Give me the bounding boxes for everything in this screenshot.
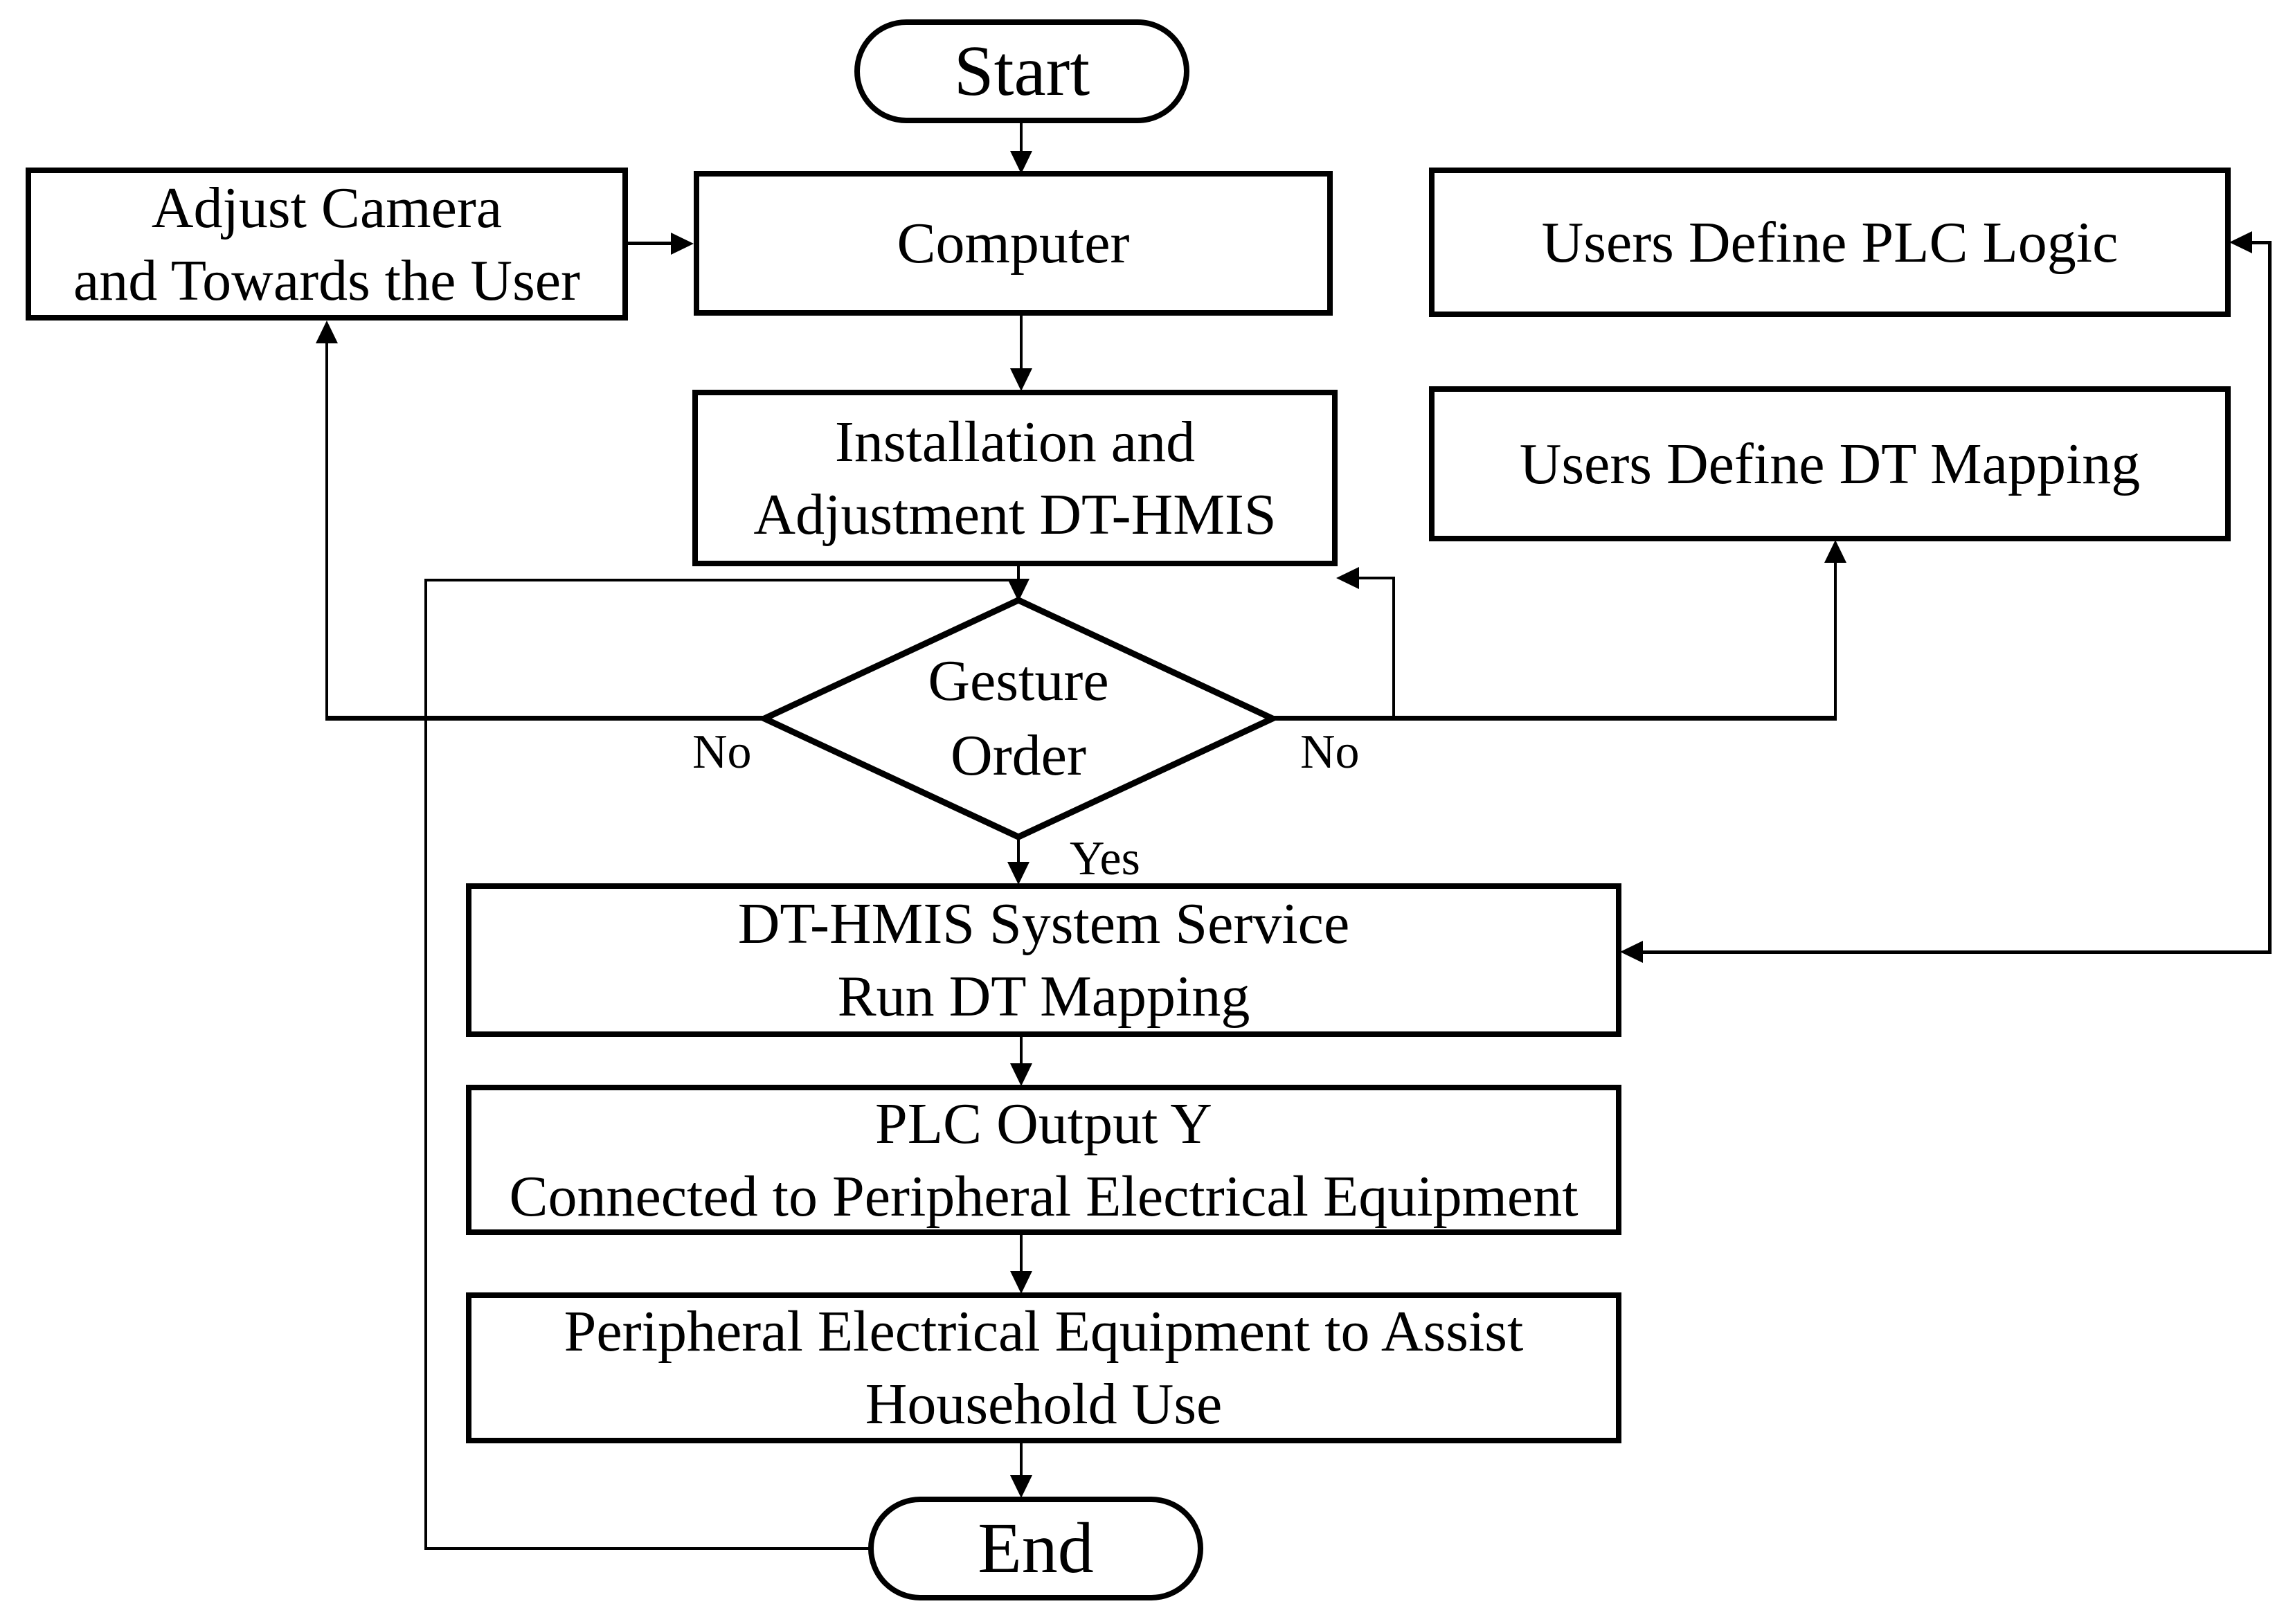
plc-output-line2: Connected to Peripheral Electrical Equip… [509,1164,1579,1229]
connector-plcoutput-peripheral [1020,1235,1023,1271]
users-define-plc-logic-label: Users Define PLC Logic [1541,210,2119,275]
gesture-order-label: Gesture Order [761,597,1276,840]
end-terminator: End [868,1497,1203,1600]
arrowhead-into-computer-left [671,233,694,255]
computer-label: Computer [897,211,1130,276]
connector-adjustcamera-computer [624,242,673,245]
no-left-horizontal [325,716,766,721]
edge-label-no-right: No [1300,725,1360,779]
users-define-dt-mapping-label: Users Define DT Mapping [1519,431,2141,496]
installation-adjustment-process: Installation and Adjustment DT-HMIS [692,390,1338,566]
gesture-order-decision [761,597,1276,840]
no-right-horizontal [1270,716,1837,721]
feedback-right-vertical [2268,241,2272,954]
no-left-vertical [325,342,328,721]
arrowhead-into-installation-right [1336,567,1359,589]
users-define-dt-mapping-process: Users Define DT Mapping [1429,386,2231,541]
peripheral-line1: Peripheral Electrical Equipment to Assis… [564,1299,1524,1364]
arrowhead-into-computer [1010,151,1032,174]
arrowhead-into-systemservice [1007,862,1029,885]
arrowhead-into-systemservice-right [1620,941,1643,963]
installation-line1: Installation and [834,409,1196,474]
arrowhead-into-end [1010,1475,1032,1498]
diamond-shape [761,597,1276,840]
connector-computer-installation [1020,316,1023,368]
adjust-camera-line2: and Towards the User [73,248,581,313]
edge-label-yes: Yes [1070,832,1140,885]
bypass-branch-bottom [424,1547,871,1550]
start-terminator: Start [854,19,1189,123]
connector-yes-vertical [1017,836,1020,863]
connector-installation-diamond [1017,563,1020,580]
connector-peripheral-end [1020,1443,1023,1475]
no-right-riser-installation-vertical [1392,577,1395,721]
start-label: Start [953,31,1090,111]
connector-systemservice-plcoutput [1020,1037,1023,1064]
peripheral-line2: Household Use [865,1372,1223,1436]
bypass-branch-vertical [424,579,427,1550]
users-define-plc-logic-process: Users Define PLC Logic [1429,168,2231,317]
arrowhead-into-installation [1010,368,1032,391]
feedback-bottom-horizontal [1643,950,2272,954]
feedback-top-horizontal [2252,241,2272,244]
adjust-camera-process: Adjust Camera and Towards the User [26,168,628,321]
adjust-camera-line1: Adjust Camera [151,175,503,240]
arrowhead-into-plcoutput [1010,1063,1032,1086]
no-right-riser-dtmapping [1834,563,1837,721]
computer-process: Computer [694,171,1333,316]
arrowhead-into-dtmapping [1824,540,1846,563]
gesture-order-line1: Gesture [928,649,1109,714]
end-label: End [978,1508,1094,1588]
peripheral-equipment-process: Peripheral Electrical Equipment to Assis… [466,1292,1621,1443]
arrowhead-into-plclogic [2229,231,2252,253]
bypass-branch-horizontal [424,579,1018,581]
arrowhead-into-peripheral [1010,1271,1032,1294]
edge-label-no-left: No [692,725,752,779]
plc-output-process: PLC Output Y Connected to Peripheral Ele… [466,1085,1621,1235]
gesture-order-line2: Order [951,723,1086,788]
installation-line2: Adjustment DT-HMIS [753,482,1277,547]
system-service-line2: Run DT Mapping [837,964,1250,1029]
plc-output-line1: PLC Output Y [875,1091,1212,1156]
no-right-riser-installation-horizontal [1359,577,1395,579]
system-service-line1: DT-HMIS System Service [737,892,1350,956]
arrowhead-into-adjustcamera [316,321,338,343]
connector-start-computer [1020,123,1023,151]
dt-hmis-system-service-process: DT-HMIS System Service Run DT Mapping [466,883,1621,1037]
